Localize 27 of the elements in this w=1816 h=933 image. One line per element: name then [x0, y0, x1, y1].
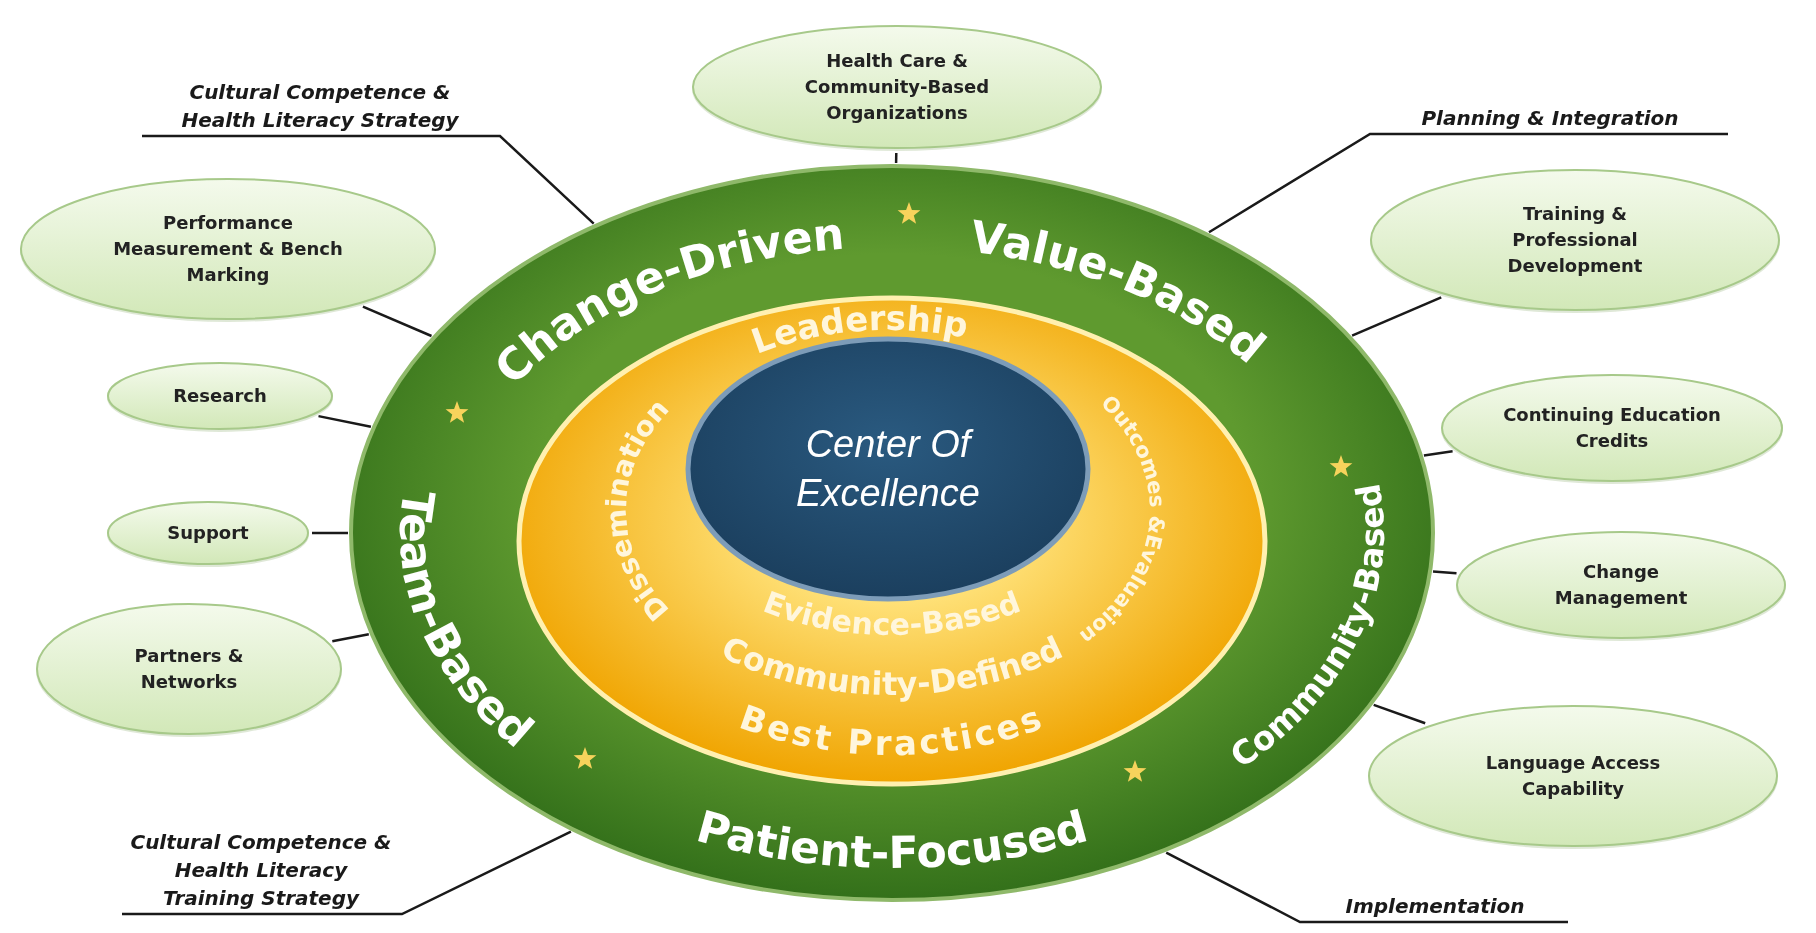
- bubble-label: Language Access Capability: [1484, 750, 1662, 801]
- connector-line: [312, 531, 348, 535]
- leader-line: [122, 830, 572, 916]
- connector-line: [362, 305, 432, 338]
- bubble-label: Health Care & Community-Based Organizations: [803, 48, 991, 126]
- bubble-label: Research: [172, 383, 268, 408]
- bubble-label: Change Management: [1553, 559, 1689, 610]
- callout-label: Cultural Competence & Health Literacy Strategy: [150, 62, 490, 134]
- connector-line: [1351, 296, 1442, 337]
- connector-line: [1432, 570, 1457, 575]
- bubble-label: Support: [166, 520, 250, 545]
- callout-label: Cultural Competence & Health Literacy Training Strategy: [130, 822, 392, 912]
- leader-line: [142, 134, 595, 225]
- callout-label: Planning & Integration: [1380, 96, 1720, 132]
- ring-label: Evidence-Based: [759, 584, 1025, 643]
- callout-label: Implementation: [1310, 884, 1560, 920]
- center-label: Center Of Excellence: [795, 421, 981, 516]
- leader-line: [1208, 132, 1728, 234]
- bubble-label: Continuing Education Credits: [1502, 402, 1722, 453]
- leader-line: [1165, 851, 1568, 924]
- connector-line: [332, 632, 370, 643]
- ring-label: Patient-Focused: [691, 800, 1093, 879]
- bubble-label: Partners & Networks: [133, 643, 245, 694]
- bubble-label: Performance Measurement & Bench Marking: [113, 210, 343, 288]
- connector-line: [318, 414, 372, 429]
- bubble-label: Training & Professional Development: [1506, 201, 1644, 279]
- connector-line: [1423, 449, 1453, 457]
